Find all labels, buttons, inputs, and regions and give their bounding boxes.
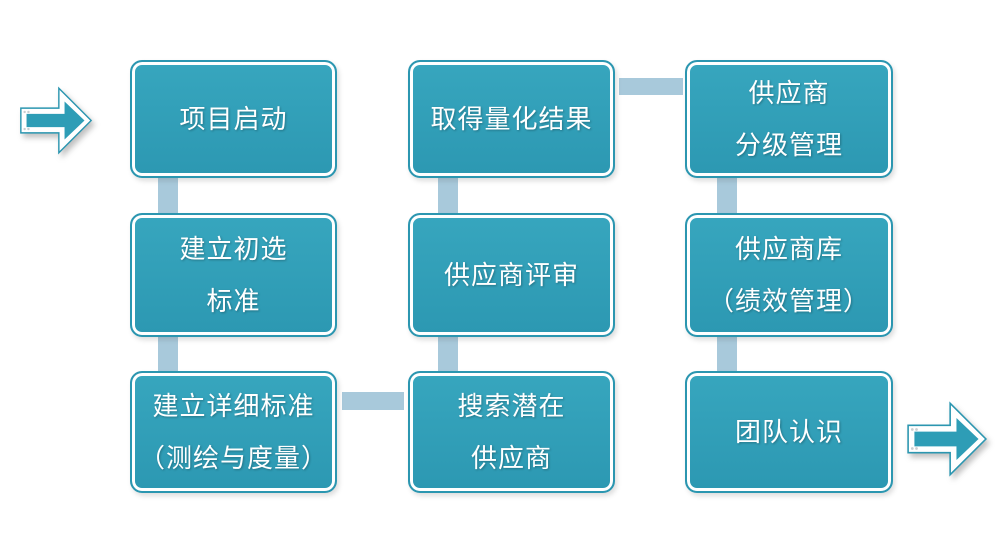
flow-box-supplier-tier-management: 供应商 分级管理 — [685, 60, 893, 178]
connector-horizontal — [342, 392, 404, 410]
flow-box-project-kickoff: 项目启动 — [130, 60, 337, 178]
box-text-line: 供应商 — [470, 443, 552, 473]
flow-box-team-awareness: 团队认识 — [685, 371, 893, 493]
box-text-line: 供应商 — [748, 78, 830, 108]
connector-vertical — [438, 337, 458, 371]
box-text-line: 取得量化结果 — [430, 104, 593, 134]
end-arrow-icon — [903, 398, 991, 480]
flow-box-obtain-quantified-results: 取得量化结果 — [408, 60, 615, 178]
connector-vertical — [158, 337, 178, 371]
connector-vertical — [717, 337, 737, 371]
flow-box-establish-preliminary-criteria: 建立初选 标准 — [130, 213, 337, 337]
flow-box-establish-detailed-criteria: 建立详细标准 （测绘与度量） — [130, 371, 337, 493]
start-arrow-icon — [18, 82, 94, 159]
box-text-line: 供应商库 — [734, 234, 843, 264]
box-text-line: 建立初选 — [179, 234, 288, 264]
box-text-line: （绩效管理） — [707, 286, 870, 316]
box-text-line: 供应商评审 — [443, 260, 579, 290]
flow-box-supplier-review: 供应商评审 — [408, 213, 615, 337]
connector-horizontal — [619, 78, 683, 95]
box-text-line: 搜索潜在 — [457, 391, 566, 421]
box-text-line: （测绘与度量） — [138, 443, 328, 473]
box-text-line: 建立详细标准 — [152, 391, 315, 421]
box-text-line: 分级管理 — [734, 130, 843, 160]
box-text-line: 团队认识 — [734, 417, 843, 447]
flow-box-supplier-database-performance-management: 供应商库 （绩效管理） — [685, 213, 893, 337]
connector-vertical — [717, 178, 737, 213]
box-text-line: 标准 — [206, 286, 261, 316]
flow-box-search-potential-suppliers: 搜索潜在 供应商 — [408, 371, 615, 493]
connector-vertical — [158, 178, 178, 213]
connector-vertical — [438, 178, 458, 213]
box-text-line: 项目启动 — [179, 104, 288, 134]
